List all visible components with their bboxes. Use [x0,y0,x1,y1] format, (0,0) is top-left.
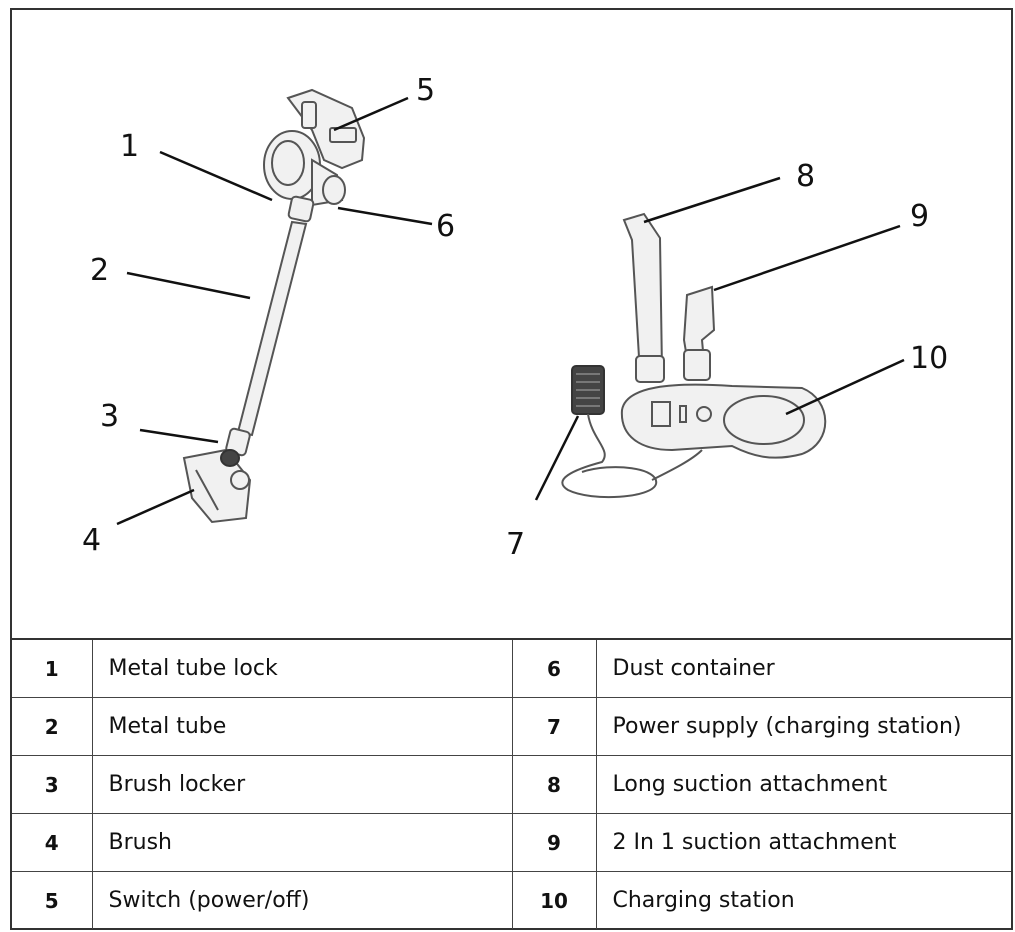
callout-3: 3 [100,399,119,434]
long-attachment-part [622,212,664,376]
part-number: 3 [12,755,93,814]
part-label: Power supply (charging station) [595,697,1011,756]
callout-6: 6 [436,209,455,244]
table-row: 2 Metal tube 7 Power supply (charging st… [12,697,1011,756]
long-attachment-socket [635,355,665,383]
part-number: 4 [12,813,93,872]
part-label: Metal tube lock [91,638,513,698]
leader-6 [337,206,433,226]
adapter-ribs [576,373,600,407]
callout-1: 1 [120,129,139,164]
station-indicator [651,401,671,427]
table-row: 4 Brush 9 2 In 1 suction attachment [12,813,1011,872]
part-number: 1 [12,638,93,698]
leader-2 [126,271,251,300]
charging-station-drawing [561,212,827,499]
power-cable [561,413,703,499]
table-row: 1 Metal tube lock 6 Dust container [12,638,1011,698]
callout-8: 8 [796,159,815,194]
part-number: 9 [511,813,597,872]
part-label: Switch (power/off) [91,871,513,929]
diagram-frame: 1 2 3 4 5 6 7 8 9 10 1 Metal tube lock [10,8,1013,930]
part-number: 6 [511,638,597,698]
handle-grip [301,101,317,129]
callout-4: 4 [82,523,101,558]
tube-lock-part [287,195,315,223]
leader-10 [785,358,905,416]
leader-4 [116,488,195,526]
part-number: 7 [511,697,597,756]
metal-tube-part [236,220,308,437]
callout-9: 9 [910,199,929,234]
part-label: Dust container [595,638,1011,698]
stick-vacuum-drawing [182,88,366,524]
leader-5 [333,96,409,132]
callout-5: 5 [416,73,435,108]
part-label: Brush locker [91,755,513,814]
two-in-one-socket [683,349,711,381]
callout-numbers: 1 2 3 4 5 6 7 8 9 10 [82,73,948,562]
product-diagram: 1 2 3 4 5 6 7 8 9 10 [12,10,1011,638]
brush-wheel [230,470,250,490]
leader-lines [116,96,905,526]
part-number: 2 [12,697,93,756]
part-number: 5 [12,871,93,929]
table-row: 5 Switch (power/off) 10 Charging station [12,871,1011,929]
leader-3 [139,428,219,444]
part-label: 2 In 1 suction attachment [595,813,1011,872]
part-number: 10 [511,871,597,929]
callout-7: 7 [506,527,525,562]
part-number: 8 [511,755,597,814]
brush-joint [220,449,240,467]
switch-part [329,127,357,143]
station-button [696,406,712,422]
leader-8 [643,176,781,224]
brush-edge [195,469,219,511]
part-label: Long suction attachment [595,755,1011,814]
leader-7 [534,415,580,501]
diagram-svg: 1 2 3 4 5 6 7 8 9 10 [82,73,948,562]
leader-9 [713,224,901,292]
station-slot [679,405,687,423]
part-label: Metal tube [91,697,513,756]
part-label: Charging station [595,871,1011,929]
station-ring [723,395,805,445]
leader-1 [159,150,273,202]
dust-container-cap [271,140,305,186]
part-label: Brush [91,813,513,872]
motor-wheel [322,175,346,205]
parts-legend-table: 1 Metal tube lock 6 Dust container 2 Met… [12,638,1011,929]
callout-2: 2 [90,253,109,288]
table-row: 3 Brush locker 8 Long suction attachment [12,755,1011,814]
callout-10: 10 [910,341,948,376]
